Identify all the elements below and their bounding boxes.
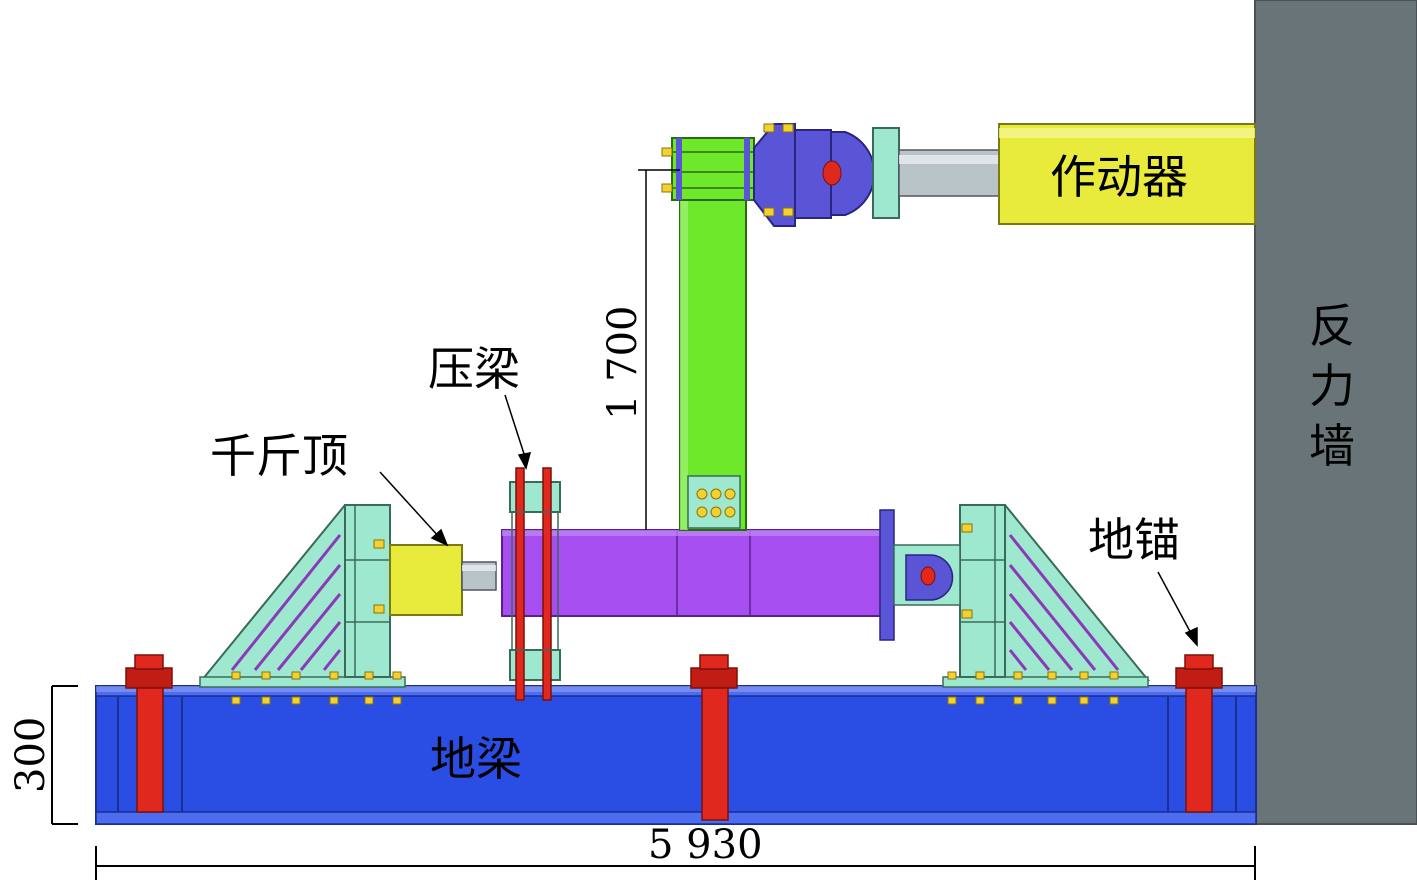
column-top-bracket — [753, 123, 900, 227]
actuator-label: 作动器 — [1050, 150, 1188, 204]
anchor-bolt-right — [1175, 654, 1223, 813]
ground-beam-label: 地梁 — [430, 732, 522, 786]
ground-beam — [95, 685, 1257, 825]
ground-anchor-label: 地锚 — [1088, 513, 1180, 567]
pressure-beam-label: 压梁 — [428, 342, 520, 396]
anchor-bolt-left — [125, 654, 173, 813]
dimension-total-length — [95, 846, 1256, 880]
reaction-wall — [1254, 0, 1417, 825]
total-length-dimension-label: 5 930 — [648, 822, 763, 868]
pressure-beam — [509, 467, 561, 701]
jack-label: 千斤顶 — [210, 429, 348, 483]
reaction-wall-label-char-1: 反 — [1309, 299, 1355, 353]
horizontal-beam — [501, 509, 895, 641]
right-support — [942, 504, 1151, 688]
base-plate-bolts — [231, 671, 1119, 705]
beam-pin-connection — [893, 523, 973, 619]
vertical-column — [661, 137, 755, 531]
column-height-dimension-label: 1 700 — [600, 305, 646, 420]
dimension-column-height — [638, 169, 680, 530]
beam-height-dimension-label: 300 — [8, 717, 54, 793]
anchor-bolt-middle — [690, 654, 738, 821]
reaction-wall-label-char-2: 力 — [1309, 359, 1355, 413]
leader-arrows — [379, 394, 1198, 647]
reaction-wall-label: 反 力 墙 — [1309, 299, 1355, 473]
jack — [373, 539, 497, 616]
reaction-wall-label-char-3: 墙 — [1309, 419, 1355, 473]
left-support — [199, 504, 406, 688]
dimension-beam-height — [51, 685, 78, 825]
actuator — [898, 123, 1256, 225]
